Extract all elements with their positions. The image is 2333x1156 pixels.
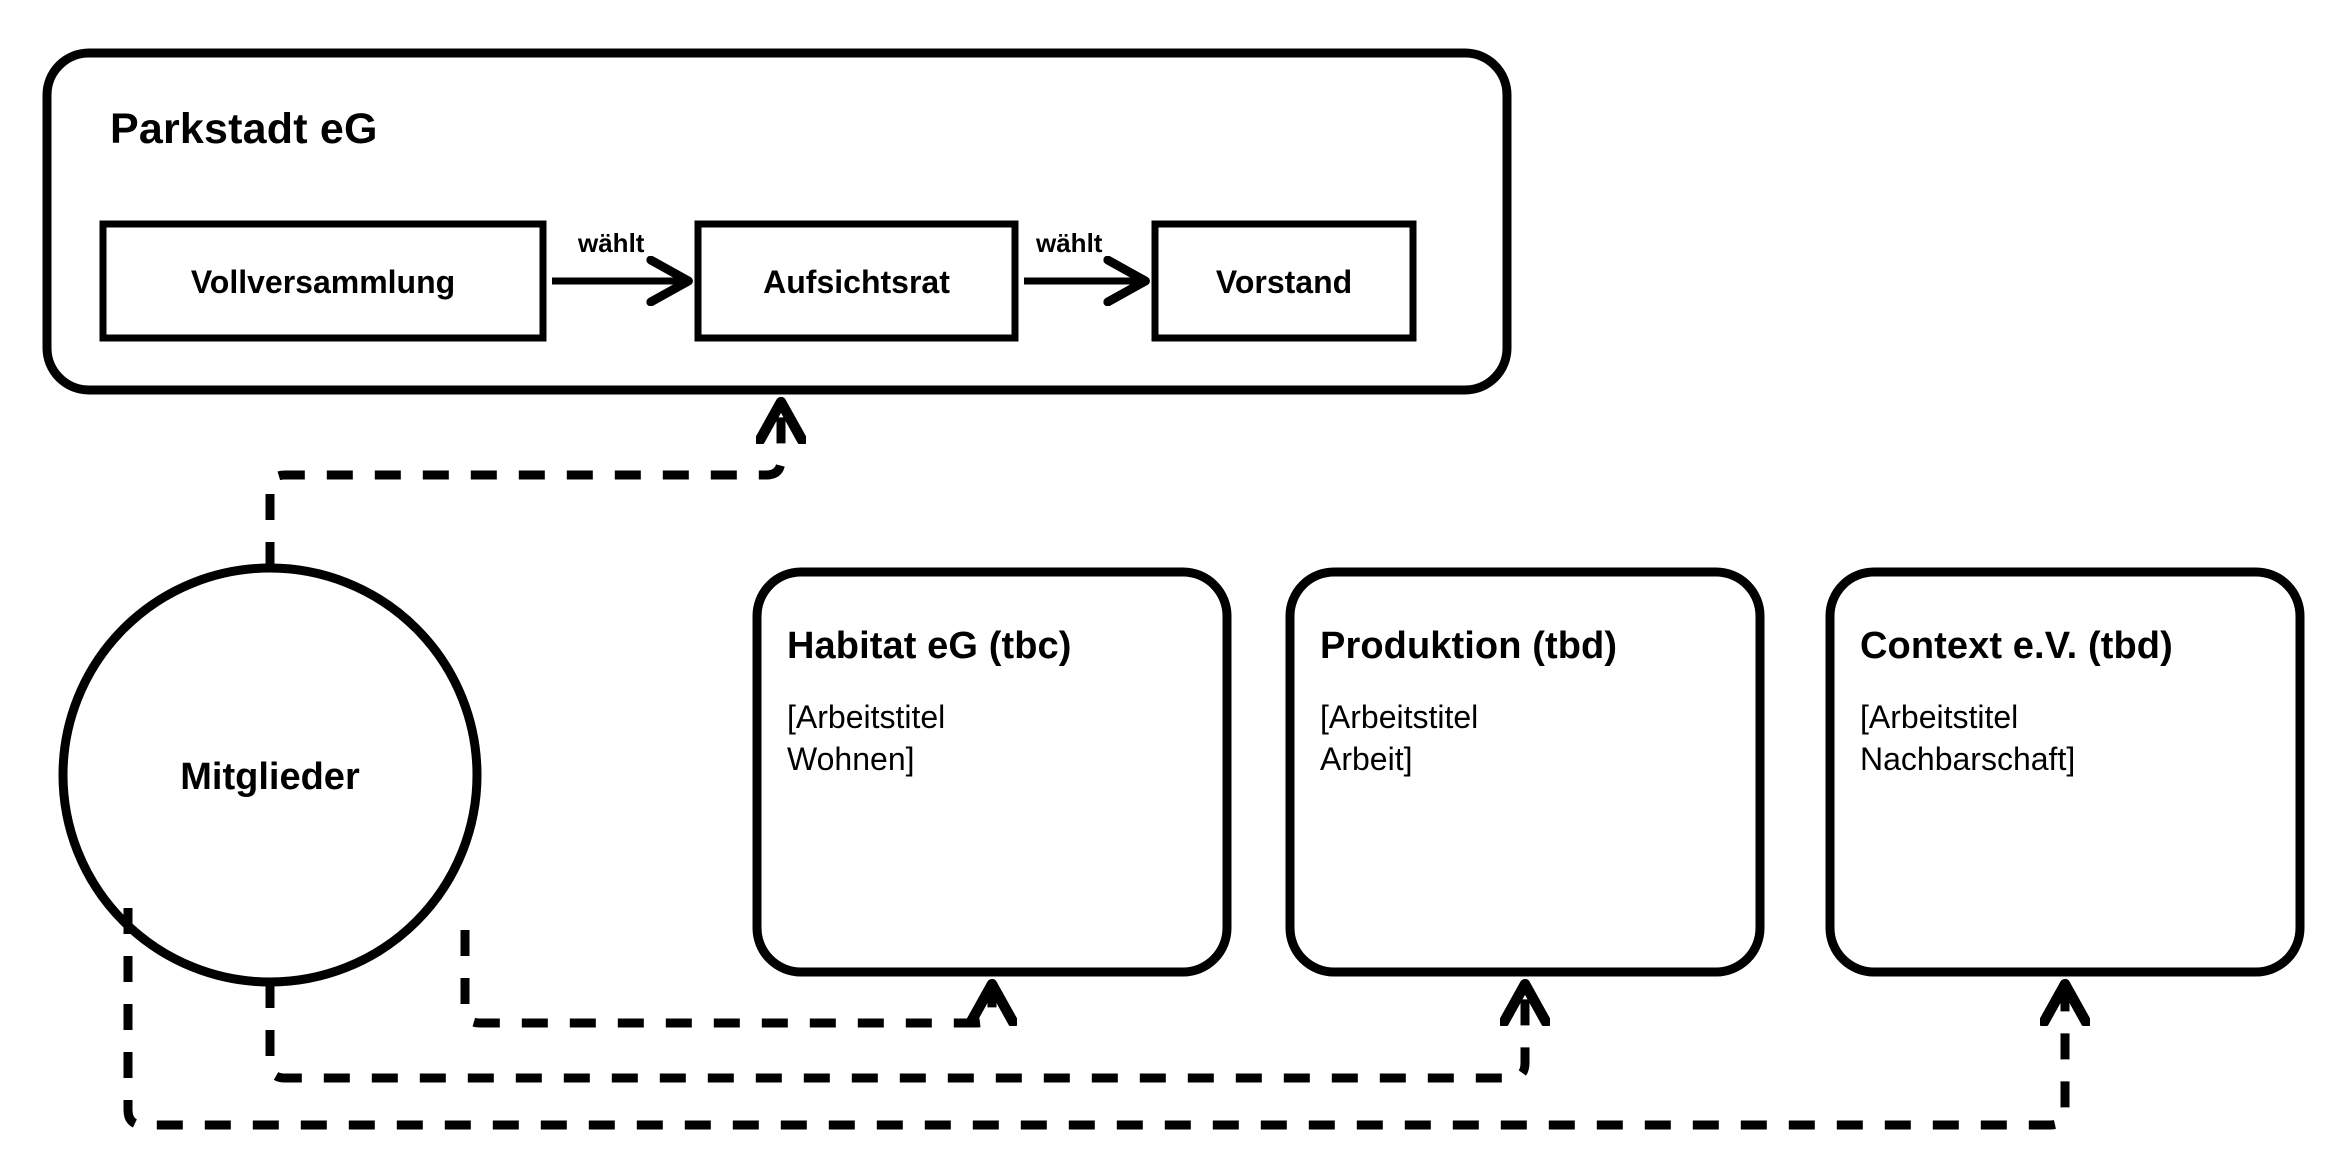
- card-habitat-subtitle: [Arbeitstitel Wohnen]: [787, 699, 946, 777]
- link-members-habitat: [460, 930, 992, 1028]
- box-vollversammlung: [99, 220, 547, 342]
- box-vollversammlung-label: Vollversammlung: [190, 264, 456, 300]
- box-aufsichtsrat-label: Aufsichtsrat: [763, 264, 950, 300]
- box-vorstand-label: Vorstand: [1215, 264, 1353, 300]
- card-context-title: Context e.V. (tbd): [1860, 625, 2173, 667]
- parkstadt-title: Parkstadt eG: [110, 105, 378, 153]
- card-context-subtitle: [Arbeitstitel Nachbarschaft]: [1860, 699, 2076, 777]
- box-aufsichtsrat: [694, 220, 1019, 342]
- edge-label-waehlt-2: wählt: [1036, 228, 1103, 258]
- link-members-produktion: [265, 982, 1525, 1083]
- edge-label-waehlt-1: wählt: [578, 228, 645, 258]
- card-context: [1825, 567, 2305, 977]
- link-members-parkstadt: [265, 408, 781, 568]
- card-produktion-title: Produktion (tbd): [1320, 625, 1618, 667]
- card-habitat: [752, 567, 1232, 977]
- card-produktion-subtitle: [Arbeitstitel Arbeit]: [1320, 699, 1479, 777]
- card-produktion: [1285, 567, 1765, 977]
- link-members-context: [123, 908, 2065, 1130]
- card-habitat-title: Habitat eG (tbc): [787, 625, 1072, 667]
- members-label: Mitglieder: [180, 756, 360, 798]
- box-vorstand: [1151, 220, 1417, 342]
